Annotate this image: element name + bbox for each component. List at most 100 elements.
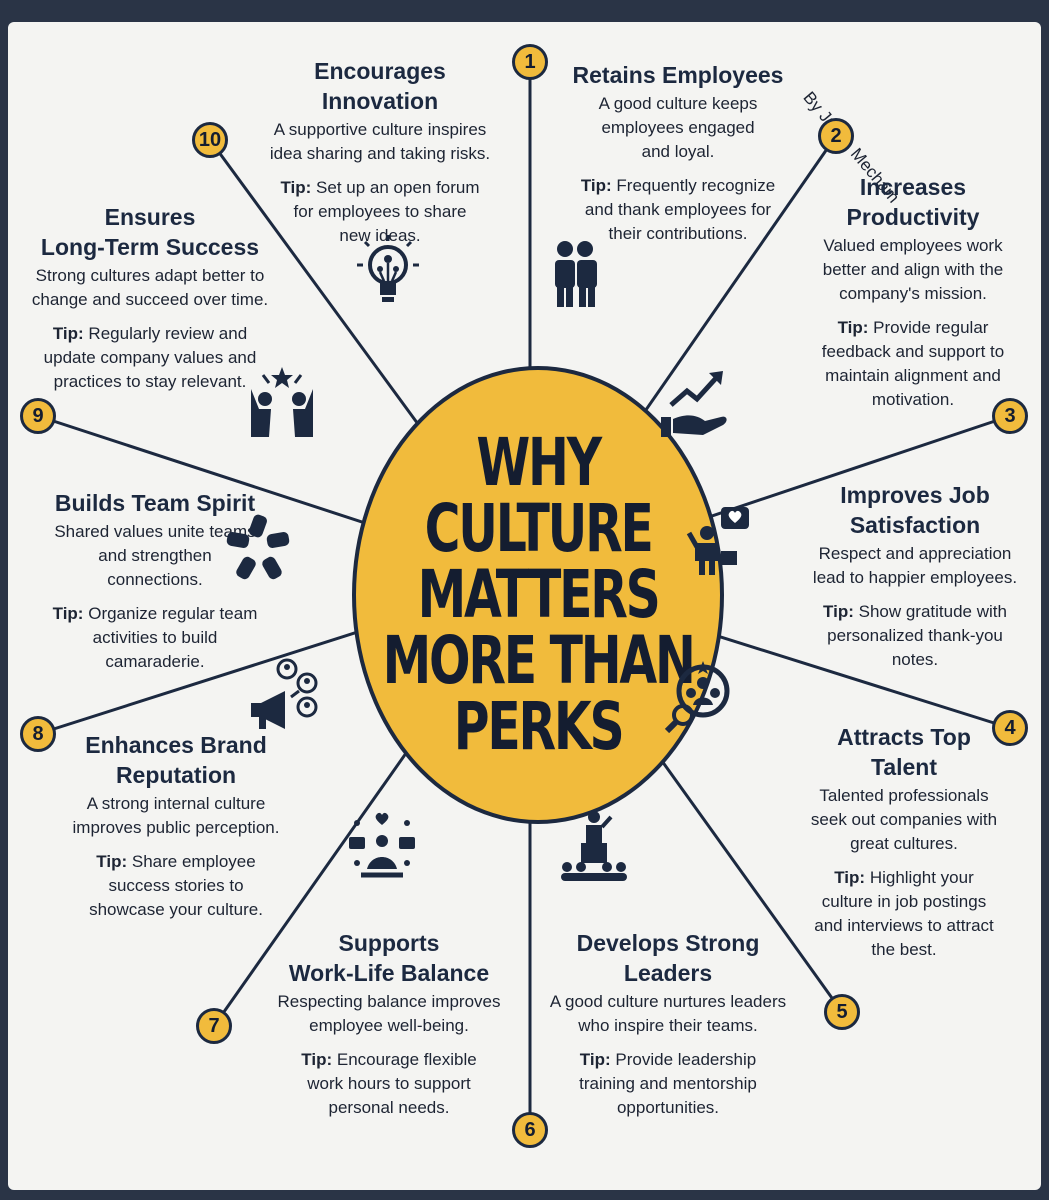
benefit-description-line: employee well-being. xyxy=(309,1016,469,1035)
benefit-tip-line: Tip: Encourage flexible xyxy=(254,1048,524,1072)
benefit-tip-line: update company values and xyxy=(10,346,290,370)
heart-person-icon xyxy=(683,503,757,577)
benefit-title-line: Enhances Brand xyxy=(85,732,267,758)
tip-text: Frequently recognize xyxy=(616,176,776,195)
benefit-tip-line: practices to stay relevant. xyxy=(10,370,290,394)
benefit-title-line: Satisfaction xyxy=(849,512,981,538)
benefit-tip-line: camaraderie. xyxy=(14,650,296,674)
tip-label: Tip: xyxy=(52,604,84,623)
benefit-tip-line: Tip: Regularly review and xyxy=(10,322,290,346)
benefit-title-line: Improves Job xyxy=(840,482,990,508)
benefit-tip-line: Tip: Provide regular xyxy=(788,316,1038,340)
benefit-description-line: Respect and appreciation xyxy=(818,544,1012,563)
tip-label: Tip: xyxy=(823,602,854,621)
benefit-tip-line: the best. xyxy=(764,938,1041,962)
benefit-description-line: and strengthen xyxy=(98,546,212,565)
benefit-tip-line: Tip: Show gratitude with xyxy=(780,600,1041,624)
celebrate-icon xyxy=(245,365,319,439)
tip-label: Tip: xyxy=(301,1050,333,1069)
benefit-title-line: Talent xyxy=(870,754,938,780)
tip-text: activities to build xyxy=(92,628,218,647)
tip-text: training and mentorship xyxy=(579,1074,757,1093)
benefit-tip-line: maintain alignment and xyxy=(788,364,1038,388)
benefit-tip-line: motivation. xyxy=(788,388,1038,412)
number-badge-8: 8 xyxy=(20,716,56,752)
tip-text: Provide regular xyxy=(873,318,989,337)
tip-text: maintain alignment and xyxy=(825,366,1001,385)
benefit-description-line: A good culture nurtures leaders xyxy=(549,992,787,1011)
number-badge-9: 9 xyxy=(20,398,56,434)
benefit-tip: Tip: Show gratitude with personalized tha… xyxy=(780,600,1041,672)
benefit-title-line: Reputation xyxy=(115,762,237,788)
number-badge-5: 5 xyxy=(824,994,860,1030)
talent-search-icon xyxy=(661,659,735,734)
benefit-tip-line: feedback and support to xyxy=(788,340,1038,364)
megaphone-icon xyxy=(245,657,319,731)
benefit-description-line: great cultures. xyxy=(850,834,958,853)
benefit-description-line: change and succeed over time. xyxy=(31,290,269,309)
benefit-description-line: company's mission. xyxy=(839,284,987,303)
benefit-tip-line: activities to build xyxy=(14,626,296,650)
benefit-tip-line: training and mentorship xyxy=(528,1072,808,1096)
benefit-title-line: Supports xyxy=(338,930,440,956)
number-badge-7: 7 xyxy=(196,1008,232,1044)
number-badge-1: 1 xyxy=(512,44,548,80)
benefit-title: Builds Team Spirit xyxy=(14,488,296,518)
benefit-tip-line: notes. xyxy=(780,648,1041,672)
benefit-description-line: connections. xyxy=(107,570,203,589)
tip-text: their contributions. xyxy=(608,224,748,243)
benefit-title-line: Productivity xyxy=(846,204,980,230)
benefit-tip-line: opportunities. xyxy=(528,1096,808,1120)
tip-label: Tip: xyxy=(834,868,866,887)
benefit-title-line: Increases xyxy=(859,174,967,200)
tip-text: personalized thank-you xyxy=(827,626,1003,645)
number-badge-6: 6 xyxy=(512,1112,548,1148)
tip-text: Set up an open forum xyxy=(316,178,480,197)
benefit-tip-line: Tip: Set up an open forum xyxy=(248,176,512,200)
number-badge-10: 10 xyxy=(192,122,228,158)
tip-text: Encourage flexible xyxy=(336,1050,477,1069)
benefit-title-line: Innovation xyxy=(321,88,439,114)
tip-text: notes. xyxy=(891,650,939,669)
tip-text: the best. xyxy=(871,940,937,959)
benefit-description-line: and loyal. xyxy=(641,142,715,161)
tip-text: Regularly review and xyxy=(88,324,248,343)
benefit-tip-line: and thank employees for xyxy=(548,198,808,222)
tip-text: new ideas. xyxy=(339,226,421,245)
number-badge-3: 3 xyxy=(992,398,1028,434)
benefit-description-line: Shared values unite teams xyxy=(54,522,256,541)
tip-text: personal needs. xyxy=(328,1098,450,1117)
center-title-line: CULTURE xyxy=(424,490,654,567)
center-title-line: MORE THAN xyxy=(382,622,696,699)
benefit-description-line: Valued employees work xyxy=(823,236,1003,255)
benefit-description-line: employees engaged xyxy=(601,118,755,137)
benefit-tip-line: and interviews to attract xyxy=(764,914,1041,938)
team-circle-icon xyxy=(221,511,295,585)
tip-label: Tip: xyxy=(579,1050,611,1069)
benefit-tip-line: Tip: Frequently recognize xyxy=(548,174,808,198)
tip-label: Tip: xyxy=(52,324,84,343)
growth-hand-icon xyxy=(657,365,731,439)
people-icon xyxy=(537,235,611,309)
